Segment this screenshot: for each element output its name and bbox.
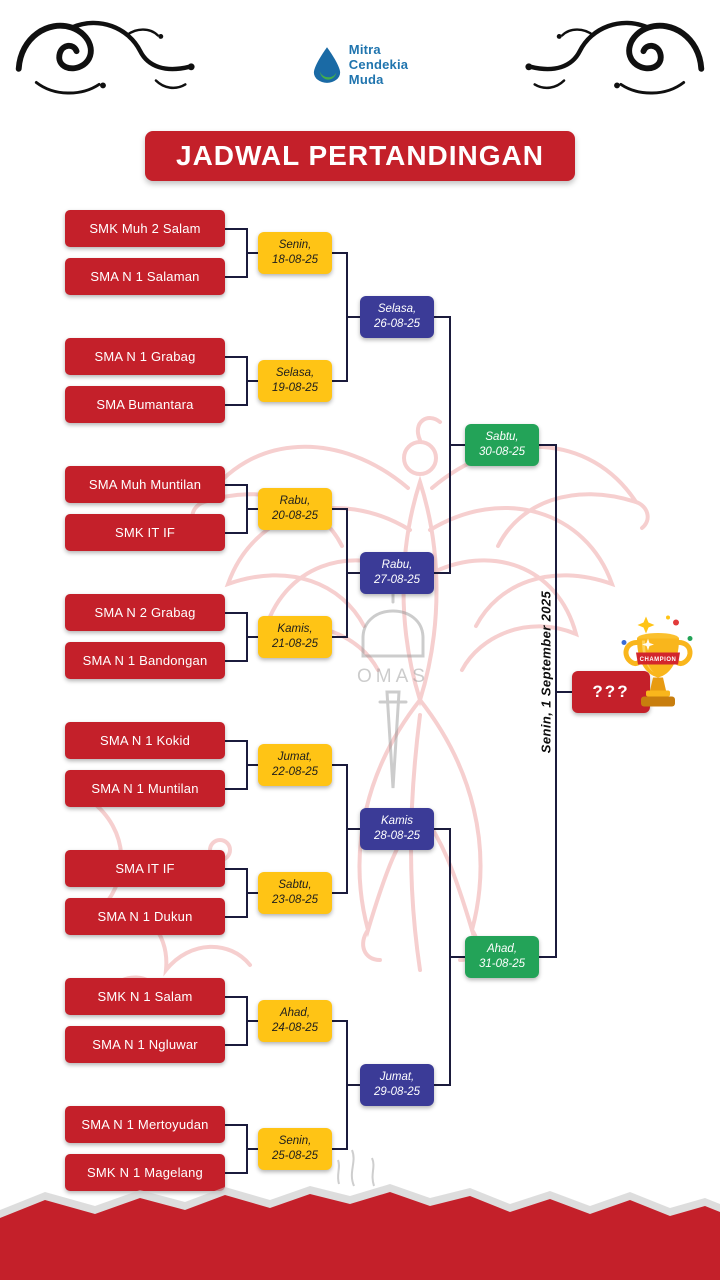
- team-box: SMK IT IF: [65, 514, 225, 551]
- slot-date: 31-08-25: [478, 958, 526, 970]
- round1-date-box: Kamis, 21-08-25: [258, 616, 332, 658]
- team-box: SMK N 1 Salam: [65, 978, 225, 1015]
- team-box: SMA N 1 Dukun: [65, 898, 225, 935]
- slot-day: Kamis: [381, 815, 413, 828]
- team-box: SMA N 2 Grabag: [65, 594, 225, 631]
- crest-watermark: OMAS: [357, 580, 429, 789]
- torn-paper-edge: [0, 1149, 720, 1280]
- logo: Mitra Cendekia Muda: [0, 42, 720, 87]
- slot-date: 26-08-25: [373, 318, 421, 330]
- team-box: SMA IT IF: [65, 850, 225, 887]
- round3-date-box: Sabtu, 30-08-25: [465, 424, 539, 466]
- slot-day: Selasa,: [377, 303, 417, 316]
- round1-date-box: Ahad, 24-08-25: [258, 1000, 332, 1042]
- team-box: SMA N 1 Ngluwar: [65, 1026, 225, 1063]
- team-box: SMA Bumantara: [65, 386, 225, 423]
- slot-date: 19-08-25: [271, 382, 319, 394]
- slot-day: Senin,: [278, 239, 312, 252]
- team-box: SMA N 1 Muntilan: [65, 770, 225, 807]
- logo-mark-icon: [313, 46, 340, 83]
- slot-date: 21-08-25: [271, 638, 319, 650]
- round1-date-box: Senin, 25-08-25: [258, 1128, 332, 1170]
- slot-date: 25-08-25: [271, 1150, 319, 1162]
- slot-date: 20-08-25: [271, 510, 319, 522]
- corner-flourish-left-icon: [15, 20, 195, 95]
- slot-day: Ahad,: [279, 1007, 311, 1020]
- slot-date: 24-08-25: [271, 1022, 319, 1034]
- slot-day: Jumat,: [379, 1071, 415, 1084]
- slot-date: 22-08-25: [271, 766, 319, 778]
- round2-date-box: Rabu, 27-08-25: [360, 552, 434, 594]
- team-box: SMA N 1 Kokid: [65, 722, 225, 759]
- team-box: SMA Muh Muntilan: [65, 466, 225, 503]
- slot-date: 18-08-25: [271, 254, 319, 266]
- round2-date-box: Kamis 28-08-25: [360, 808, 434, 850]
- round1-date-box: Senin, 18-08-25: [258, 232, 332, 274]
- slot-day: Jumat,: [277, 751, 313, 764]
- round1-date-box: Selasa, 19-08-25: [258, 360, 332, 402]
- slot-day: Sabtu,: [485, 431, 519, 444]
- crest-watermark-text: OMAS: [357, 666, 429, 687]
- trophy-band-text: CHAMPION: [640, 657, 677, 663]
- slot-day: Senin,: [278, 1135, 312, 1148]
- slot-day: Ahad,: [486, 943, 518, 956]
- team-box: SMA N 1 Grabag: [65, 338, 225, 375]
- round2-date-box: Jumat, 29-08-25: [360, 1064, 434, 1106]
- final-date-vertical: Senin, 1 September 2025: [538, 590, 554, 754]
- final-winner-box: ???: [572, 671, 650, 713]
- page-title: JADWAL PERTANDINGAN: [145, 131, 575, 181]
- slot-day: Rabu,: [279, 495, 311, 508]
- round1-date-box: Rabu, 20-08-25: [258, 488, 332, 530]
- round2-date-box: Selasa, 26-08-25: [360, 296, 434, 338]
- trophy-icon: CHAMPION: [621, 615, 693, 707]
- slot-day: Kamis,: [277, 623, 313, 636]
- slot-day: Selasa,: [275, 367, 315, 380]
- round1-date-box: Jumat, 22-08-25: [258, 744, 332, 786]
- logo-text-line1: Mitra: [348, 42, 381, 57]
- logo-text-line3: Muda: [348, 72, 384, 87]
- logo-text: Mitra Cendekia Muda: [349, 42, 408, 87]
- logo-text-line2: Cendekia: [348, 57, 409, 72]
- slot-date: 23-08-25: [271, 894, 319, 906]
- corner-flourish-right-icon: [525, 20, 705, 95]
- slot-date: 30-08-25: [478, 446, 526, 458]
- slot-date: 29-08-25: [373, 1086, 421, 1098]
- team-box: SMK Muh 2 Salam: [65, 210, 225, 247]
- team-box: SMA N 1 Mertoyudan: [65, 1106, 225, 1143]
- slot-date: 27-08-25: [373, 574, 421, 586]
- round1-date-box: Sabtu, 23-08-25: [258, 872, 332, 914]
- slot-day: Rabu,: [381, 559, 413, 572]
- slot-date: 28-08-25: [373, 830, 421, 842]
- team-box: SMA N 1 Bandongan: [65, 642, 225, 679]
- round3-date-box: Ahad, 31-08-25: [465, 936, 539, 978]
- team-box: SMK N 1 Magelang: [65, 1154, 225, 1191]
- slot-day: Sabtu,: [278, 879, 312, 892]
- team-box: SMA N 1 Salaman: [65, 258, 225, 295]
